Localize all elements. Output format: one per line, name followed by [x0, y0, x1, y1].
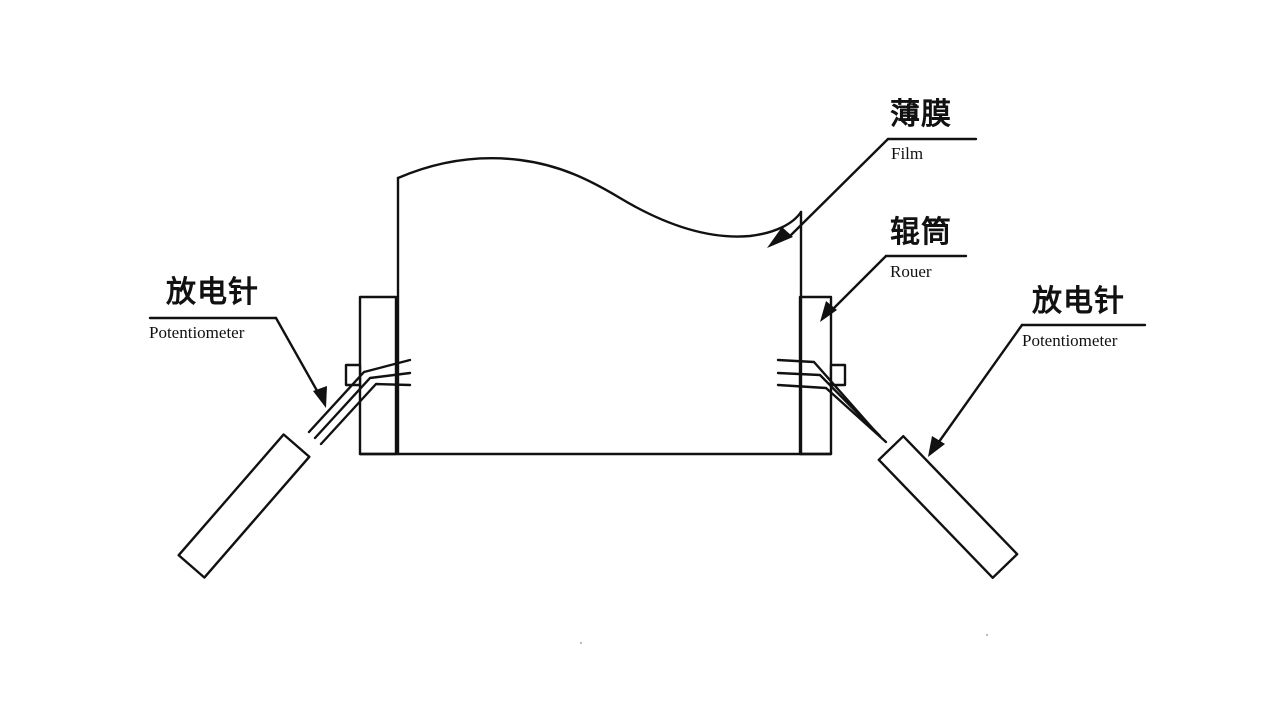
right-needle-arrow-head [928, 436, 945, 457]
roller-leader-line [830, 254, 888, 312]
scan-speck [580, 642, 582, 644]
right-needle-label-en: Potentiometer [1022, 331, 1118, 350]
roller [344, 295, 847, 456]
left-clamp-block [344, 363, 362, 387]
film-leader-line [788, 137, 890, 238]
roller-label-en: Rouer [890, 262, 932, 281]
right-needle-label-zh: 放电针 [1032, 284, 1125, 319]
left-needle-wire-2 [313, 371, 412, 440]
right-needle-handle [877, 435, 1019, 579]
left-needle-label-en: Potentiometer [149, 323, 245, 342]
film-label-zh: 薄膜 [890, 97, 952, 132]
left-needle-handle [177, 433, 311, 579]
right-needle-wire-1 [776, 358, 876, 432]
left-needle-wire-1 [307, 358, 412, 434]
roller-arrow-head [820, 301, 837, 322]
film-wavy-top-edge [396, 156, 803, 238]
right-needle-wire-3 [776, 383, 888, 444]
right-discharge-needle [776, 358, 1019, 579]
right-needle-leader-line [934, 323, 1024, 448]
left-discharge-needle [177, 358, 412, 579]
film-sheet [396, 156, 803, 456]
scan-speck [986, 634, 988, 636]
left-needle-label-zh: 放电针 [166, 275, 259, 310]
left-needle-wire-3 [319, 382, 412, 446]
left-needle-arrow-head [313, 386, 327, 408]
right-needle-wire-2 [776, 371, 882, 438]
film-label-en: Film [891, 144, 924, 163]
film-arrow-head [767, 227, 793, 248]
roller-label-zh: 辊筒 [890, 215, 952, 250]
left-needle-leader-line [274, 316, 322, 398]
right-clamp-block [829, 363, 847, 387]
